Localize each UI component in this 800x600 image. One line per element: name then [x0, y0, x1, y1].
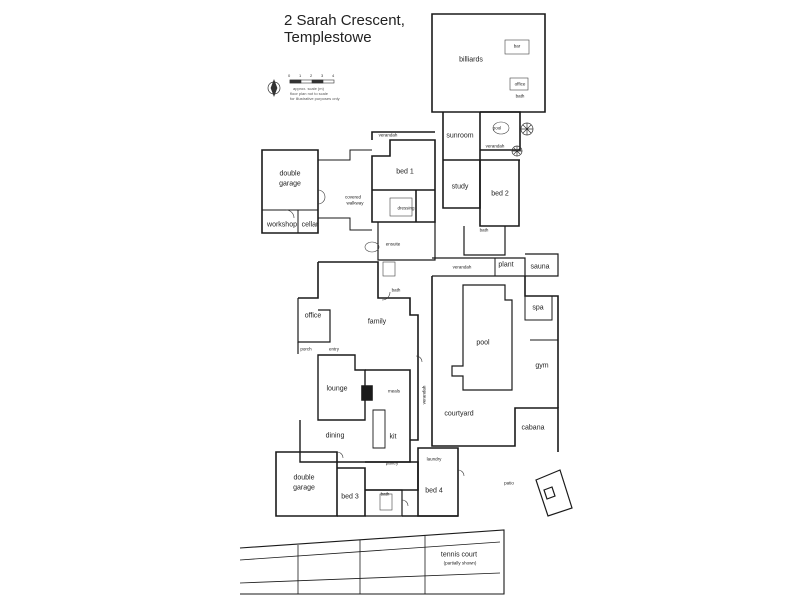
room-label-workshop: workshop	[267, 221, 297, 229]
property-address-line2: Templestowe	[284, 29, 372, 46]
room-label-lounge: lounge	[326, 385, 348, 393]
room-label-courtyard: courtyard	[444, 410, 474, 418]
room-label-family: family	[367, 318, 387, 326]
room-label-spa: spa	[532, 304, 544, 312]
room-label-porch: porch	[300, 346, 312, 352]
room-label-office-small: office	[514, 81, 526, 87]
scale-number: 0	[288, 73, 291, 78]
scale-caption: approx. scale (m)	[293, 86, 324, 91]
room-label-bed-4: bed 4	[425, 487, 443, 495]
room-label-pool: pool	[476, 339, 490, 347]
room-label-sunroom: sunroom	[446, 132, 474, 140]
room-label-double-garage-bottom: garage	[293, 484, 315, 492]
room-label-gym: gym	[535, 362, 549, 370]
scale-number: 4	[332, 73, 335, 78]
scale-note: for illustrative purposes only	[290, 96, 340, 101]
room-label-bath: bath	[380, 491, 390, 497]
scale-number: 1	[299, 73, 302, 78]
room-label-study: study	[451, 183, 469, 191]
room-label-bath: bath	[515, 93, 525, 99]
room-label-laundry: laundry	[426, 456, 442, 462]
room-label-tennis-court: tennis court	[440, 551, 478, 559]
room-label-plant: plant	[498, 261, 514, 269]
scale-note: floor plan not to scale	[290, 91, 329, 96]
room-label-bar: bar	[513, 43, 521, 49]
room-label-cabana: cabana	[521, 424, 545, 432]
room-label-double-garage-bottom: double	[293, 474, 315, 482]
room-label-pantry: pantry	[385, 460, 399, 466]
property-address-line1: 2 Sarah Crescent,	[284, 12, 405, 29]
room-label-verandah: verandah	[452, 264, 472, 270]
room-label-office: office	[304, 312, 322, 320]
room-label-patio: patio	[504, 480, 514, 486]
room-label-covered-walkway: walkway	[346, 200, 364, 206]
room-label-double-garage-top: garage	[279, 180, 301, 188]
room-label-covered-walkway: covered	[344, 194, 362, 200]
scale-number: 3	[321, 73, 324, 78]
room-label-billiards: billiards	[459, 56, 483, 64]
scale-number: 2	[310, 73, 313, 78]
room-label-bath: bath	[391, 287, 401, 293]
room-label-entry: entry	[328, 346, 340, 352]
room-label-verandah: verandah	[485, 143, 505, 149]
room-label-tennis-court-note: (partially shown)	[443, 560, 477, 566]
room-label-sauna: sauna	[530, 263, 550, 271]
room-label-kit: kit	[389, 433, 397, 441]
room-label-bed-3: bed 3	[341, 493, 359, 501]
room-label-meals: meals	[387, 388, 401, 394]
compass-north-icon	[267, 79, 281, 97]
room-label-bed-2: bed 2	[491, 190, 509, 198]
room-label-cellar: cellar	[301, 221, 319, 229]
room-label-verandah: verandah	[378, 132, 398, 138]
room-label-pool-small: pool	[492, 125, 502, 131]
room-label-bed-1: bed 1	[396, 168, 414, 176]
room-label-ensuite: ensuite	[385, 241, 401, 247]
room-label-verandah: verandah	[421, 385, 427, 405]
room-label-double-garage-top: double	[279, 170, 301, 178]
room-label-dining: dining	[325, 432, 345, 440]
room-label-bath: bath	[479, 227, 489, 233]
room-label-dressing: dressing	[397, 205, 415, 211]
